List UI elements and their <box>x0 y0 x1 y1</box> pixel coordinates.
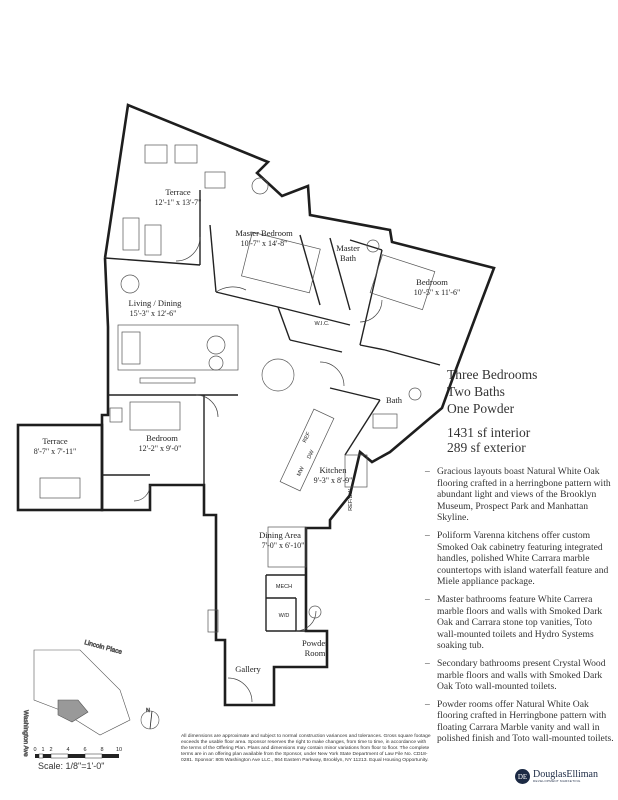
scale-tick-1: 1 <box>41 747 44 753</box>
interior-walls <box>102 190 441 632</box>
furniture <box>39 144 436 633</box>
ref-label: REF <box>302 431 312 444</box>
feature-bullet: – <box>425 466 430 477</box>
feature-text: Secondary bathrooms present Crystal Wood… <box>437 657 606 693</box>
logo-mark-icon: DE <box>515 769 530 784</box>
feature-bullet: – <box>425 698 430 710</box>
bedroom-left-label: Bedroom <box>146 433 178 443</box>
terrace-upper-label: Terrace <box>165 187 191 197</box>
mech-label: MECH <box>276 584 292 590</box>
bath-label: Bath <box>386 395 403 405</box>
exterior-walls <box>16 103 496 707</box>
master-bedroom-dims: 10'-7" x 14'-8" <box>241 239 288 248</box>
brand-logo: DE DouglasElliman DEVELOPMENT MARKETING <box>515 769 598 784</box>
key-plan: Lincoln Place Washington Ave N <box>22 639 160 757</box>
master-bedroom-label: Master Bedroom <box>235 228 293 238</box>
key-plan-street-left: Washington Ave <box>22 710 29 757</box>
kitchen-dims: 9'-3" x 8'-9" <box>314 476 353 485</box>
master-bath-label-line1: Master <box>336 243 360 253</box>
dining-area-label: Dining Area <box>259 530 301 540</box>
key-plan-street-top: Lincoln Place <box>83 639 123 656</box>
scale-tick-6: 10 <box>116 747 122 753</box>
bedroom-right-dims: 10'-5" x 11'-6" <box>414 288 460 297</box>
terrace-left-dims: 8'-7" x 7'-11" <box>34 447 76 456</box>
dw-label: DW <box>306 448 316 460</box>
feature-item: –Secondary bathrooms present Crystal Woo… <box>424 658 614 693</box>
scale-tick-3: 4 <box>66 747 69 753</box>
bedroom-right-label: Bedroom <box>416 277 448 287</box>
ref-dw-label: REF/DW <box>348 488 354 511</box>
unit-summary: Three Bedrooms Two Baths One Powder <box>447 366 612 417</box>
interior-area: 1431 sf interior <box>447 425 531 440</box>
scale-tick-2: 2 <box>49 747 52 753</box>
dining-area-dims: 7'-0" x 6'-10" <box>262 541 305 550</box>
summary-baths: Two Baths <box>447 384 505 399</box>
terrace-left-label: Terrace <box>42 436 68 446</box>
feature-text: Poliform Varenna kitchens offer custom S… <box>437 529 609 588</box>
powder-room-label-line2: Room <box>305 648 326 658</box>
feature-text: Master bathrooms feature White Carrera m… <box>437 593 603 652</box>
wic-label: W.I.C. <box>315 321 330 327</box>
mw-label: MW <box>296 465 306 477</box>
feature-list: –Gracious layouts boast Natural White Oa… <box>424 466 614 751</box>
feature-bullet: – <box>425 529 430 541</box>
living-dining-label: Living / Dining <box>129 298 183 308</box>
feature-item: –Gracious layouts boast Natural White Oa… <box>424 466 614 524</box>
powder-room-label-line1: Powder <box>302 638 328 648</box>
feature-text: Gracious layouts boast Natural White Oak… <box>437 466 611 524</box>
feature-item: –Poliform Varenna kitchens offer custom … <box>424 530 614 588</box>
scale-tick-5: 8 <box>100 747 103 753</box>
kitchen-label: Kitchen <box>320 465 348 475</box>
scale-label: Scale: 1/8"=1'-0" <box>38 761 105 771</box>
feature-item: –Master bathrooms feature White Carrera … <box>424 594 614 652</box>
north-label: N <box>146 708 150 714</box>
unit-area: 1431 sf interior 289 sf exterior <box>447 425 530 455</box>
feature-item: –Powder rooms offer Natural White Oak fl… <box>424 699 614 745</box>
logo-subtitle: DEVELOPMENT MARKETING <box>533 779 581 783</box>
terrace-upper-dims: 12'-1" x 13'-7" <box>155 198 202 207</box>
feature-bullet: – <box>425 657 430 669</box>
gallery-label: Gallery <box>235 664 261 674</box>
legal-disclaimer: All dimensions are approximate and subje… <box>181 734 431 764</box>
scale-tick-4: 6 <box>83 747 86 753</box>
scale-bar: 0 1 2 4 6 8 10 <box>33 747 122 759</box>
living-dining-dims: 15'-3" x 12'-6" <box>130 309 177 318</box>
door-swings <box>133 236 383 703</box>
feature-bullet: – <box>425 593 430 605</box>
master-bath-label-line2: Bath <box>340 253 357 263</box>
wd-label: W/D <box>279 613 290 619</box>
scale-tick-0: 0 <box>33 747 36 753</box>
summary-bedrooms: Three Bedrooms <box>447 367 538 382</box>
summary-powder: One Powder <box>447 401 515 416</box>
feature-text: Powder rooms offer Natural White Oak flo… <box>437 698 614 745</box>
room-labels: Terrace 12'-1" x 13'-7" Master Bedroom 1… <box>34 187 460 674</box>
logo-name: DouglasElliman <box>533 769 598 780</box>
exterior-area: 289 sf exterior <box>447 440 526 455</box>
bedroom-left-dims: 12'-2" x 9'-0" <box>139 444 182 453</box>
